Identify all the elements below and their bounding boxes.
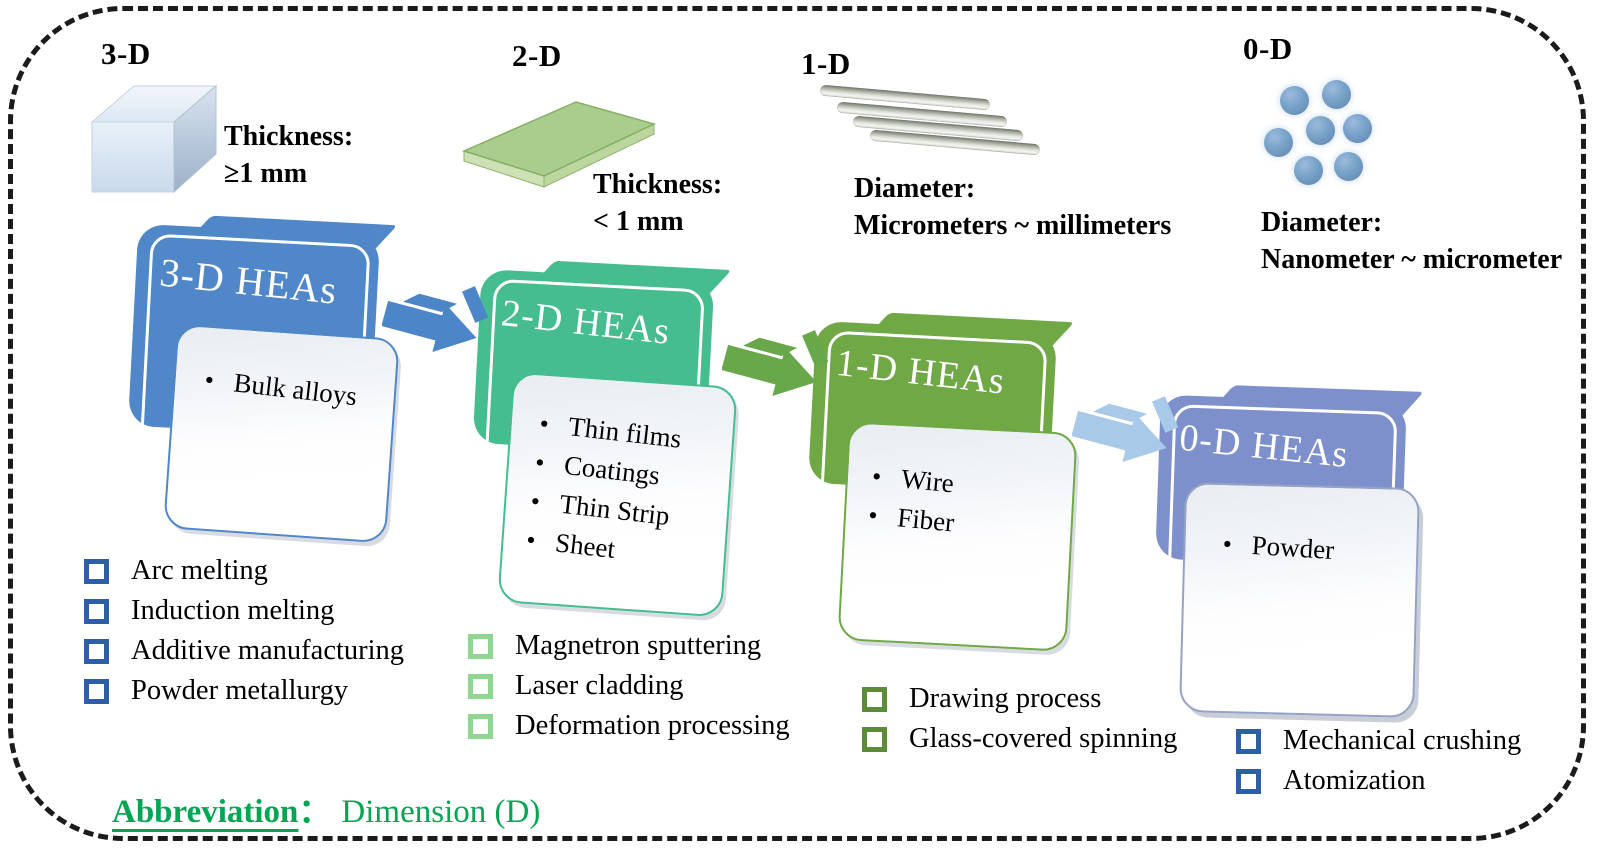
cube-icon: [90, 84, 218, 194]
form-label: Sheet: [553, 527, 617, 564]
particle-dot: [1280, 86, 1309, 115]
arrow-1d-to-0d-icon: [1072, 396, 1179, 463]
methods-list-3d: Arc melting Induction melting Additive m…: [84, 551, 404, 711]
method-item: Laser cladding: [468, 666, 790, 706]
method-item: Magnetron sputtering: [468, 626, 790, 666]
form-item: Powder: [1222, 524, 1417, 575]
method-item: Atomization: [1236, 761, 1521, 801]
abbreviation-note: Abbreviation：Dimension (D): [112, 784, 540, 832]
plate-icon: [461, 101, 657, 188]
method-label: Arc melting: [131, 555, 268, 586]
particles-icon: [1256, 78, 1381, 198]
method-item: Glass-covered spinning: [862, 719, 1177, 759]
size-label-1d: Diameter: Micrometers ~ millimeters: [854, 170, 1171, 244]
methods-list-0d: Mechanical crushing Atomization: [1236, 721, 1521, 801]
method-item: Drawing process: [862, 679, 1177, 719]
size-line: Diameter:: [854, 173, 976, 204]
method-label: Induction melting: [131, 595, 335, 626]
method-label: Mechanical crushing: [1283, 725, 1522, 756]
size-label-3d: Thickness: ≥1 mm: [224, 118, 353, 192]
size-line: Thickness:: [593, 169, 723, 200]
size-line: < 1 mm: [593, 206, 684, 237]
form-label: Powder: [1250, 530, 1336, 566]
rods-icon: [818, 84, 1118, 166]
dim-label-2d: 2-D: [512, 38, 562, 73]
square-bullet-icon: [84, 558, 109, 584]
forms-card-0d: Powder: [1179, 481, 1420, 719]
square-bullet-icon: [84, 598, 109, 624]
forms-card-2d: Thin films Coatings Thin Strip Sheet: [497, 371, 738, 618]
forms-card-1d: Wire Fiber: [837, 421, 1078, 652]
method-label: Drawing process: [909, 683, 1102, 714]
method-item: Induction melting: [84, 591, 404, 631]
square-bullet-icon: [468, 673, 493, 699]
form-label: Bulk alloys: [232, 367, 359, 412]
method-item: Additive manufacturing: [84, 631, 404, 671]
abbreviation-label: Abbreviation: [112, 794, 299, 830]
particle-dot: [1322, 80, 1351, 109]
size-line: Diameter:: [1261, 207, 1383, 238]
method-item: Mechanical crushing: [1236, 721, 1521, 761]
square-bullet-icon: [468, 633, 493, 659]
method-label: Deformation processing: [515, 710, 790, 741]
size-line: Micrometers ~ millimeters: [854, 210, 1172, 241]
form-label: Fiber: [896, 502, 956, 538]
arrow-2d-to-1d-icon: [722, 330, 829, 397]
method-item: Powder metallurgy: [84, 671, 404, 711]
dim-label-1d: 1-D: [801, 46, 851, 81]
size-line: Nanometer ~ micrometer: [1261, 244, 1563, 275]
particle-dot: [1343, 114, 1372, 143]
dim-label-0d: 0-D: [1243, 31, 1293, 66]
method-label: Magnetron sputtering: [515, 630, 762, 661]
abbreviation-colon: ：: [298, 794, 332, 830]
method-label: Powder metallurgy: [131, 675, 349, 706]
size-line: ≥1 mm: [224, 158, 308, 189]
methods-list-2d: Magnetron sputtering Laser cladding Defo…: [468, 626, 790, 746]
square-bullet-icon: [84, 678, 109, 704]
particle-dot: [1264, 128, 1293, 157]
size-label-2d: Thickness: < 1 mm: [593, 166, 722, 240]
method-item: Arc melting: [84, 551, 404, 591]
square-bullet-icon: [862, 726, 887, 752]
square-bullet-icon: [1236, 768, 1261, 794]
method-label: Additive manufacturing: [131, 635, 405, 666]
method-label: Laser cladding: [515, 670, 684, 701]
method-label: Glass-covered spinning: [909, 723, 1178, 754]
particle-dot: [1306, 116, 1335, 145]
size-label-0d: Diameter: Nanometer ~ micrometer: [1261, 204, 1562, 278]
dim-label-3d: 3-D: [101, 36, 151, 71]
particle-dot: [1334, 152, 1363, 181]
form-label: Wire: [899, 463, 956, 499]
square-bullet-icon: [862, 686, 887, 712]
size-line: Thickness:: [224, 121, 354, 152]
abbreviation-value: Dimension (D): [341, 794, 541, 830]
square-bullet-icon: [84, 638, 109, 664]
square-bullet-icon: [468, 713, 493, 739]
particle-dot: [1294, 156, 1323, 185]
square-bullet-icon: [1236, 728, 1261, 754]
methods-list-1d: Drawing process Glass-covered spinning: [862, 679, 1177, 759]
arrow-3d-to-2d-icon: [382, 286, 489, 353]
forms-card-3d: Bulk alloys: [163, 323, 400, 544]
method-item: Deformation processing: [468, 706, 790, 746]
method-label: Atomization: [1283, 765, 1426, 796]
form-item: Bulk alloys: [203, 360, 395, 420]
